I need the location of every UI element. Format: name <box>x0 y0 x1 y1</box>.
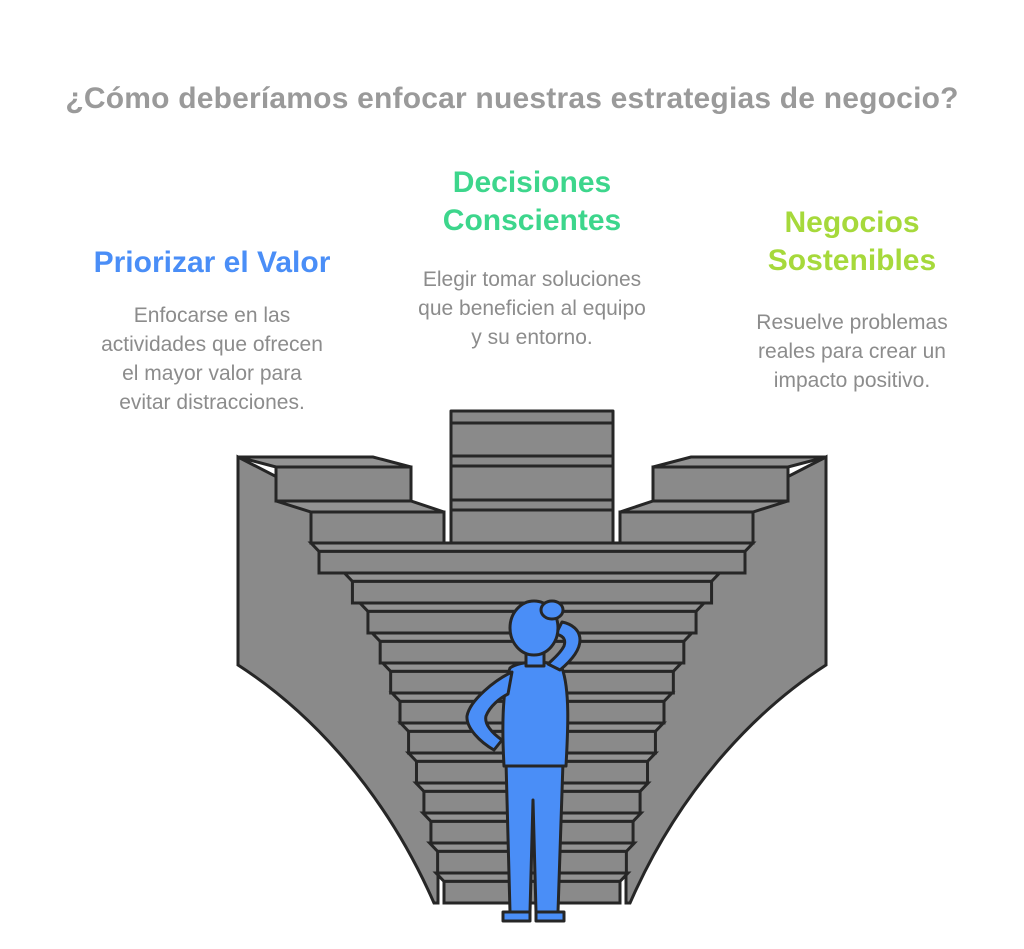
person-torso <box>501 660 570 768</box>
heading-line: Priorizar el Valor <box>93 246 331 279</box>
right-upper-steps <box>618 455 827 545</box>
description-line: y su entorno. <box>471 326 593 349</box>
person-legs <box>504 760 565 914</box>
person-left-arm <box>465 670 514 752</box>
left-upper-steps <box>237 455 446 545</box>
heading-line: Decisiones <box>452 166 612 199</box>
center-stair-tower <box>449 409 615 545</box>
description-line: impacto positivo. <box>773 369 931 392</box>
step-top <box>275 499 445 514</box>
description-line: Elegir tomar soluciones <box>422 268 642 291</box>
step-front <box>618 510 755 545</box>
heading-decisiones-conscientes: Decisiones Conscientes <box>382 164 682 240</box>
step-front <box>651 465 790 503</box>
description-line: el mayor valor para <box>122 362 302 385</box>
person-hand <box>539 599 565 621</box>
description-line: actividades que ofrecen <box>101 333 323 356</box>
heading-line: Negocios <box>784 206 920 239</box>
description-priorizar-valor: Enfocarse en las actividades que ofrecen… <box>62 301 362 417</box>
description-decisiones-conscientes: Elegir tomar soluciones que beneficien a… <box>382 265 682 352</box>
tower-body <box>449 409 615 545</box>
heading-line: Conscientes <box>442 204 622 237</box>
step-front <box>309 510 446 545</box>
heading-negocios-sostenibles: Negocios Sostenibles <box>702 204 1002 280</box>
description-line: Enfocarse en las <box>133 304 291 327</box>
heading-line: Sostenibles <box>767 244 937 277</box>
description-negocios-sostenibles: Resuelve problemas reales para crear un … <box>702 308 1002 395</box>
step-front <box>274 465 413 503</box>
person-left-shoe <box>501 910 532 923</box>
page-title: ¿Cómo deberíamos enfocar nuestras estrat… <box>65 82 959 115</box>
description-line: que beneficien al equipo <box>418 297 646 320</box>
person-right-shoe <box>534 910 566 923</box>
description-line: evitar distracciones. <box>119 391 305 414</box>
description-line: reales para crear un <box>758 340 946 363</box>
heading-priorizar-valor: Priorizar el Valor <box>62 244 362 282</box>
step-front <box>317 549 747 575</box>
step-top <box>619 499 789 514</box>
description-line: Resuelve problemas <box>756 311 948 334</box>
person-figure <box>465 599 582 923</box>
